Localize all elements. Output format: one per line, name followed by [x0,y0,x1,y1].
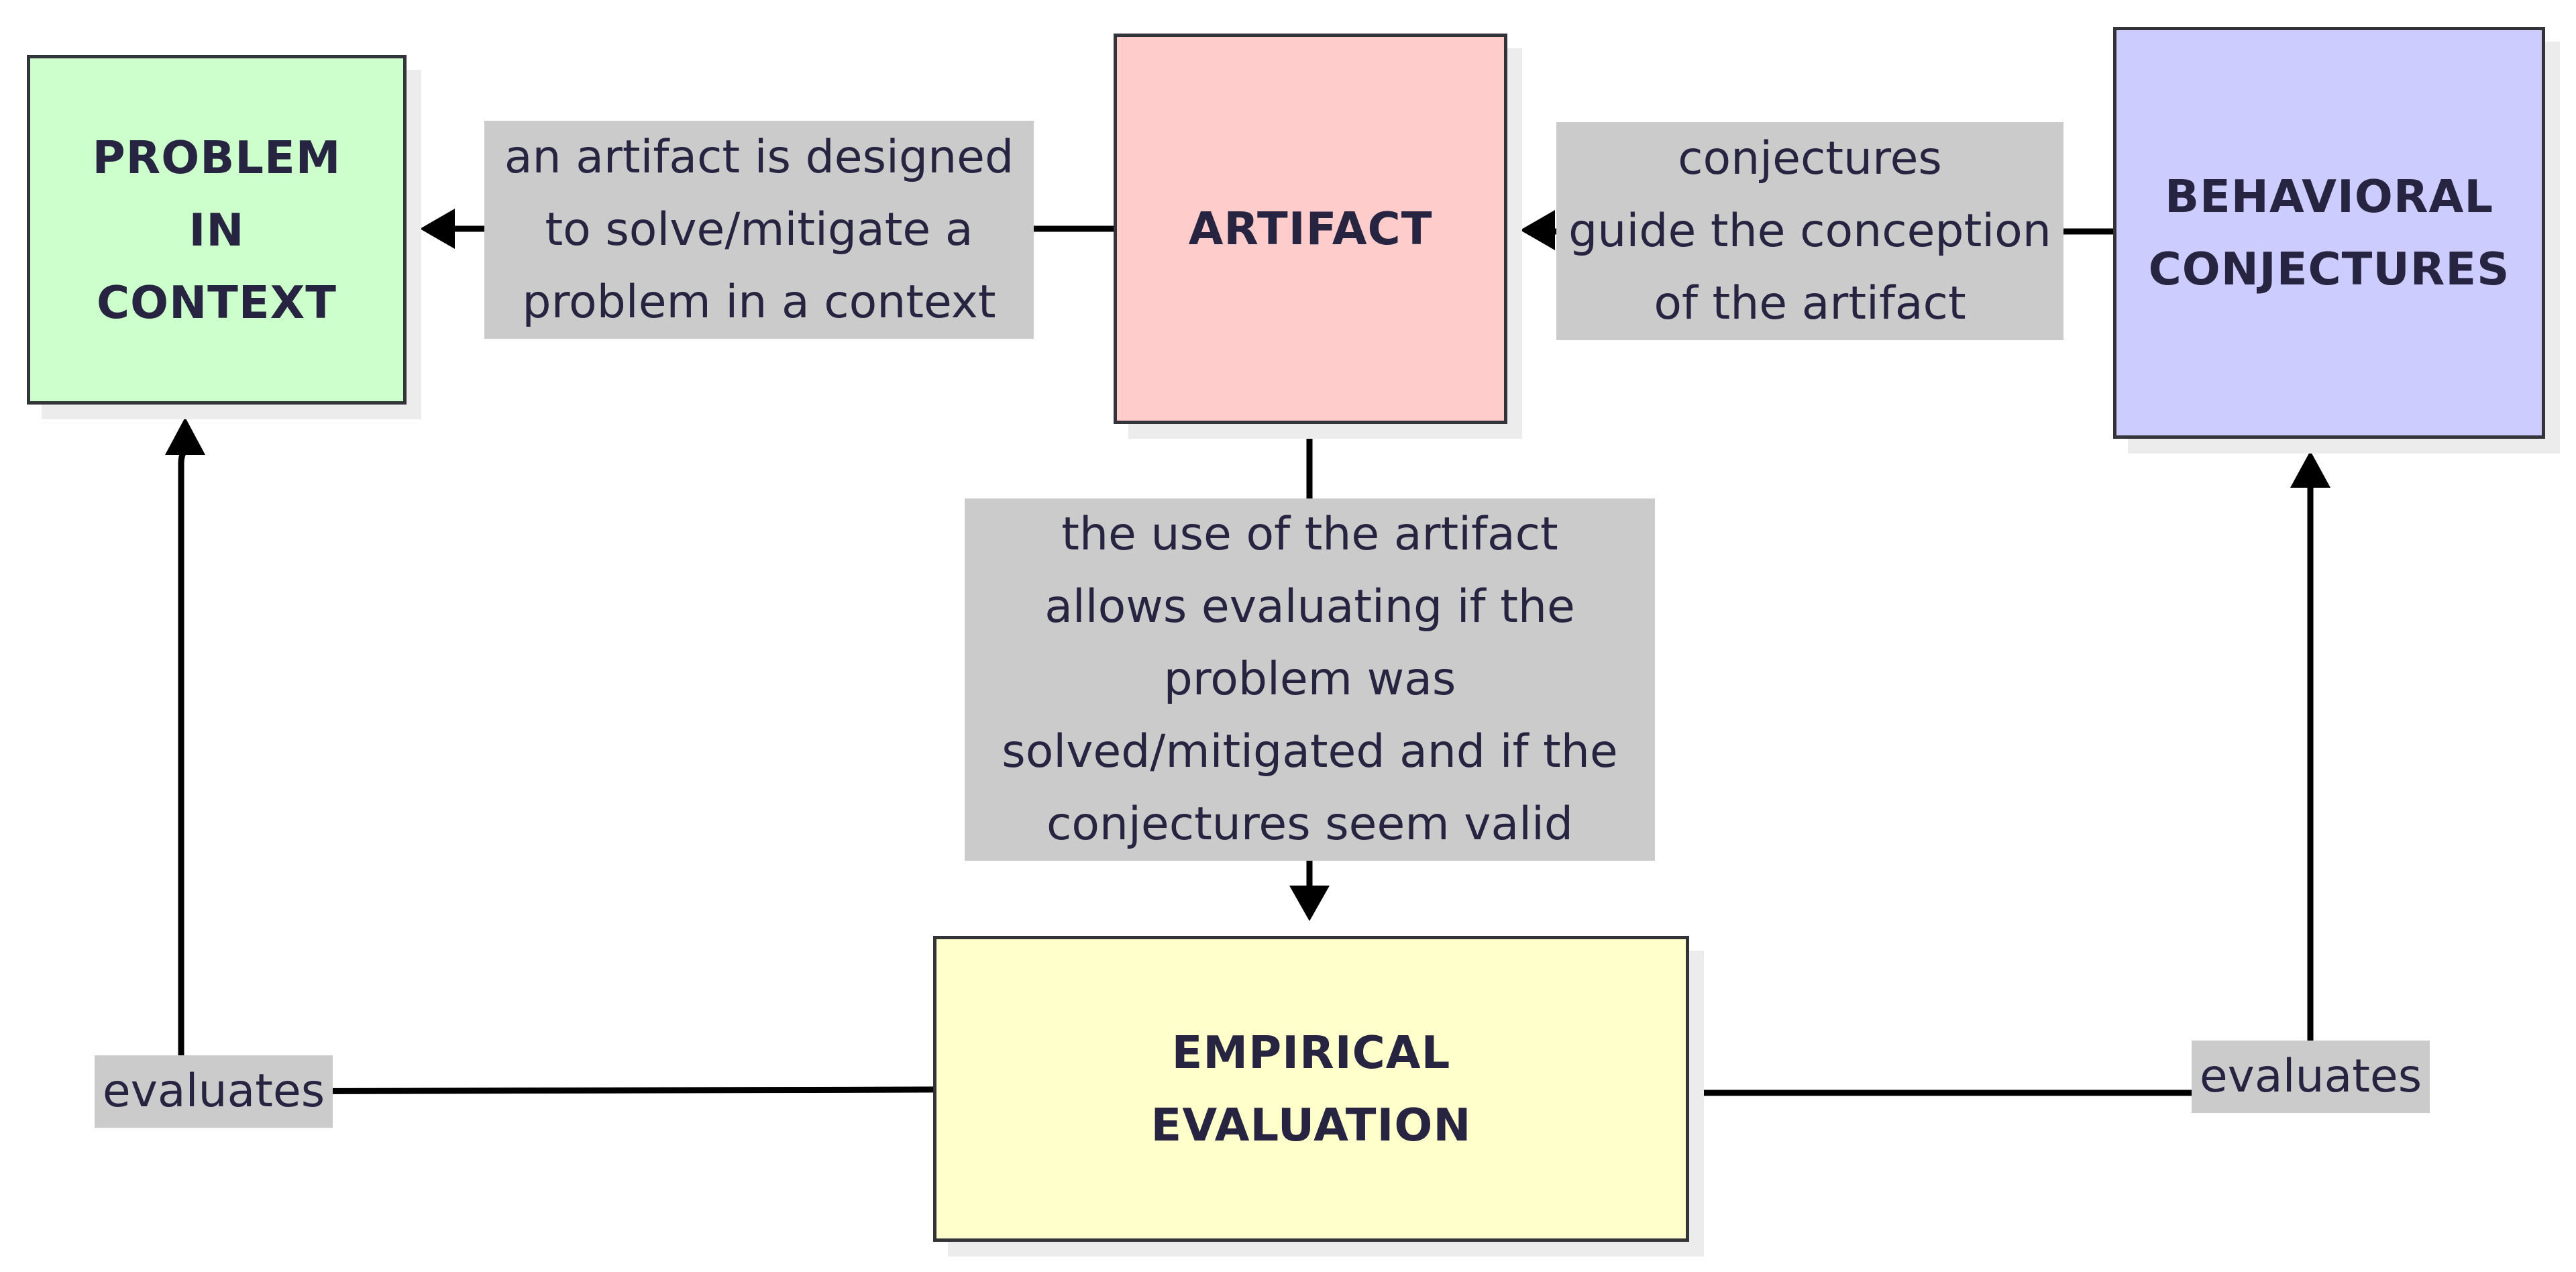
arrowhead-conjectures-bottom [2290,451,2330,488]
edge-label-artifact-use: the use of the artifact allows evaluatin… [965,498,1655,861]
arrowhead-artifact-right [1520,210,1555,250]
node-artifact: ARTIFACT [1114,34,1507,424]
edge-evaluation-to-conjectures [1689,482,2314,1096]
edge-label-evaluates-problem: evaluates [95,1055,333,1128]
edge-label-artifact-designed: an artifact is designed to solve/mitigat… [484,121,1034,339]
node-behavioral-conjectures: BEHAVIORAL CONJECTURES [2113,27,2545,439]
node-problem-in-context: PROBLEM IN CONTEXT [27,55,407,405]
edge-evaluation-to-problem [178,441,934,1095]
arrowhead-problem-bottom [165,417,205,455]
edge-label-conjectures-guide: conjectures guide the conception of the … [1556,122,2063,340]
node-empirical-evaluation: EMPIRICAL EVALUATION [933,936,1689,1242]
arrowhead-evaluation-top [1289,886,1330,921]
edge-label-evaluates-conjectures: evaluates [2192,1041,2430,1113]
arrowhead-problem-right [420,209,455,249]
